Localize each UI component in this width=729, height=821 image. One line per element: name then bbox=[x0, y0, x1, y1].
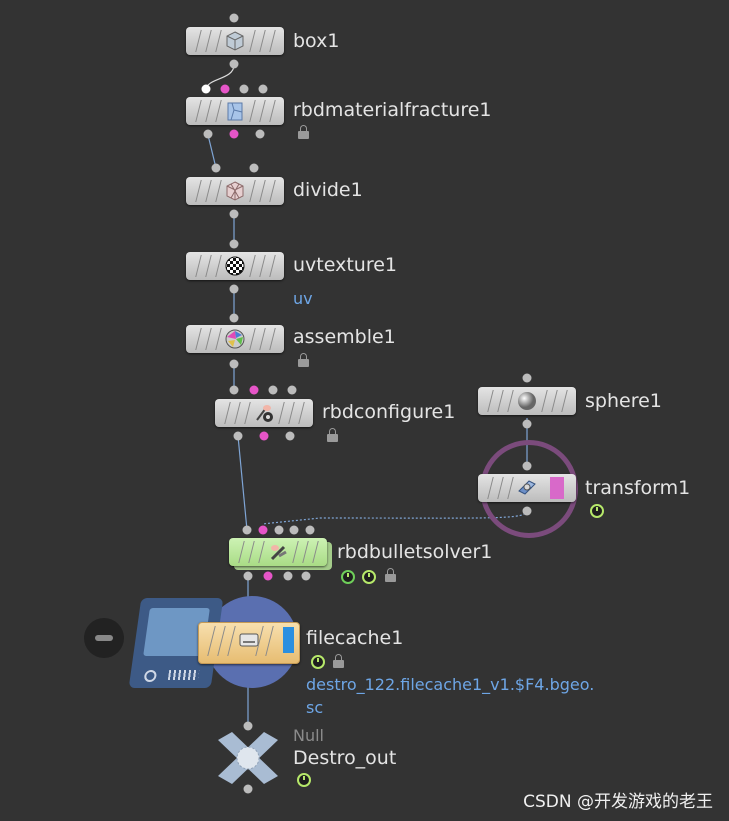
node-rbdconfigure1[interactable] bbox=[215, 399, 313, 427]
node-label-rbdbulletsolver1: rbdbulletsolver1 bbox=[337, 541, 493, 563]
node-label-destro-out: Destro_out bbox=[293, 747, 397, 769]
disk-icon bbox=[239, 633, 259, 647]
filecache-path-line1: destro_122.filecache1_v1.$F4.bgeo. bbox=[306, 675, 595, 694]
display-flag[interactable] bbox=[550, 477, 564, 499]
clock-icon[interactable] bbox=[297, 773, 311, 787]
node-transform1[interactable] bbox=[478, 474, 576, 502]
configure-icon bbox=[256, 405, 273, 422]
clock-icon[interactable] bbox=[362, 570, 376, 584]
simulation-icon[interactable] bbox=[341, 570, 355, 584]
node-assemble1[interactable] bbox=[186, 325, 284, 353]
node-rbdmaterialfracture1[interactable] bbox=[186, 97, 284, 125]
checker-icon bbox=[225, 256, 245, 276]
lock-icon[interactable] bbox=[327, 428, 338, 442]
assemble-icon bbox=[225, 329, 245, 349]
uv-attribute-label: uv bbox=[293, 289, 313, 308]
null-type-label: Null bbox=[293, 726, 324, 745]
node-label-sphere1: sphere1 bbox=[585, 390, 662, 412]
node-uvtexture1[interactable] bbox=[186, 252, 284, 280]
clock-icon[interactable] bbox=[590, 504, 604, 518]
clock-icon[interactable] bbox=[311, 655, 325, 669]
transform-icon bbox=[518, 480, 536, 495]
lock-icon[interactable] bbox=[298, 125, 309, 139]
display-flag[interactable] bbox=[283, 627, 294, 653]
node-rbdbulletsolver1[interactable] bbox=[229, 538, 327, 566]
node-label-divide1: divide1 bbox=[293, 179, 363, 201]
null-icon[interactable] bbox=[212, 730, 284, 786]
node-label-box1: box1 bbox=[293, 30, 340, 52]
lock-icon[interactable] bbox=[333, 654, 344, 668]
bypass-minus-icon[interactable] bbox=[84, 618, 124, 658]
box1-output-port bbox=[229, 13, 239, 23]
node-box1[interactable] bbox=[186, 27, 284, 55]
node-sphere1[interactable] bbox=[478, 387, 576, 415]
node-label-rbdmaterialfracture1: rbdmaterialfracture1 bbox=[293, 99, 492, 121]
solver-icon bbox=[270, 545, 287, 561]
watermark: CSDN @开发游戏的老王 bbox=[523, 792, 713, 812]
node-divide1[interactable] bbox=[186, 177, 284, 205]
node-label-transform1: transform1 bbox=[585, 477, 691, 499]
node-label-filecache1: filecache1 bbox=[306, 627, 404, 649]
sphere-icon bbox=[518, 392, 536, 410]
node-label-rbdconfigure1: rbdconfigure1 bbox=[322, 401, 456, 423]
fracture-icon bbox=[227, 102, 243, 121]
lock-icon[interactable] bbox=[385, 568, 396, 582]
node-label-assemble1: assemble1 bbox=[293, 326, 396, 348]
node-filecache1[interactable] bbox=[198, 622, 300, 664]
node-label-uvtexture1: uvtexture1 bbox=[293, 254, 397, 276]
filecache-path-line2: sc bbox=[306, 698, 324, 717]
divide-icon bbox=[226, 181, 244, 201]
cube-icon bbox=[226, 31, 244, 51]
lock-icon[interactable] bbox=[298, 353, 309, 367]
